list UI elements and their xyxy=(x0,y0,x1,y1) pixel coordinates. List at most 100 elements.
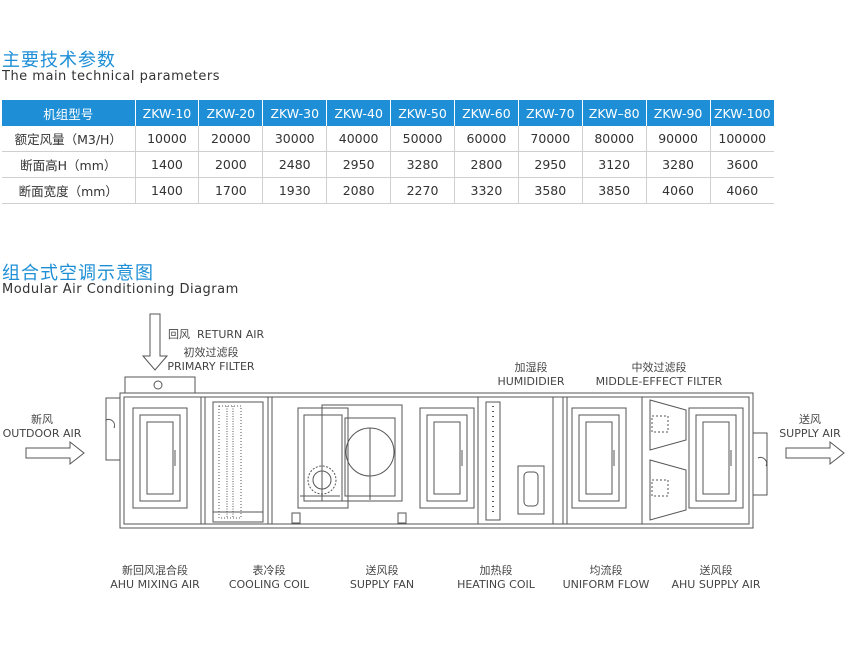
humidifier-cn: 加湿段 xyxy=(514,361,548,374)
humidifier-label: 加湿段 HUMIDIDIER xyxy=(492,361,570,389)
return-air-label: 回风 RETURN AIR xyxy=(168,328,264,342)
table-row: 断面宽度（mm） 1400 1700 1930 2080 2270 3320 3… xyxy=(2,177,774,204)
section-en: AHU SUPPLY AIR xyxy=(671,578,761,591)
table-cell: 断面高H（mm） xyxy=(2,151,136,178)
section-label-mixing: 新回风混合段 AHU MIXING AIR xyxy=(108,564,202,592)
section-label-cooling: 表冷段 COOLING COIL xyxy=(222,564,316,592)
table-cell: 2080 xyxy=(326,177,392,204)
diagram-title-en: Modular Air Conditioning Diagram xyxy=(2,282,239,297)
header-cell: ZKW–80 xyxy=(582,100,647,126)
section-en: COOLING COIL xyxy=(228,578,310,591)
table-cell: 2270 xyxy=(390,177,455,204)
table-cell: 额定风量（M3/H） xyxy=(2,126,136,152)
header-cell: ZKW-70 xyxy=(518,100,583,126)
table-cell: 30000 xyxy=(262,126,328,152)
header-cell: ZKW-90 xyxy=(646,100,711,126)
table-cell: 100000 xyxy=(710,126,774,152)
middle-filter-cn: 中效过滤段 xyxy=(631,361,687,374)
middle-filter-en: MIDDLE-EFFECT FILTER xyxy=(595,375,723,388)
table-cell: 3600 xyxy=(710,151,774,178)
header-cell: 机组型号 xyxy=(2,100,136,126)
header-cell: ZKW-40 xyxy=(326,100,392,126)
table-cell: 1930 xyxy=(262,177,328,204)
middle-filter-label: 中效过滤段 MIDDLE-EFFECT FILTER xyxy=(592,361,726,389)
table-cell: 80000 xyxy=(582,126,647,152)
header-cell: ZKW-100 xyxy=(710,100,774,126)
supply-air-arrow xyxy=(785,440,845,466)
table-cell: 断面宽度（mm） xyxy=(2,177,136,204)
supply-fan xyxy=(291,404,407,524)
diagram-title-cn: 组合式空调示意图 xyxy=(2,263,154,284)
section-cn: 加热段 xyxy=(479,564,513,577)
supply-air-label: 送风 SUPPLY AIR xyxy=(772,413,848,441)
section-label-uniform: 均流段 UNIFORM FLOW xyxy=(559,564,653,592)
table-cell: 2950 xyxy=(326,151,392,178)
section-en: UNIFORM FLOW xyxy=(562,578,650,591)
return-air-en: RETURN AIR xyxy=(197,328,265,341)
table-cell: 1400 xyxy=(135,151,200,178)
table-row: 断面高H（mm） 1400 2000 2480 2950 3280 2800 2… xyxy=(2,151,774,178)
section-cn: 新回风混合段 xyxy=(122,564,188,577)
table-cell: 2800 xyxy=(454,151,519,178)
table-cell: 2950 xyxy=(518,151,583,178)
outdoor-air-en: OUTDOOR AIR xyxy=(2,427,82,440)
return-air-cn: 回风 xyxy=(168,328,190,341)
primary-filter-en: PRIMARY FILTER xyxy=(167,360,255,373)
section-label-fan: 送风段 SUPPLY FAN xyxy=(335,564,429,592)
table-cell: 50000 xyxy=(390,126,455,152)
section-cn: 均流段 xyxy=(589,564,623,577)
outdoor-air-cn: 新风 xyxy=(31,413,53,426)
table-cell: 1400 xyxy=(135,177,200,204)
table-cell: 2480 xyxy=(262,151,328,178)
table-cell: 20000 xyxy=(198,126,264,152)
table-cell: 4060 xyxy=(646,177,711,204)
primary-filter-cn: 初效过滤段 xyxy=(183,346,239,359)
table-cell: 4060 xyxy=(710,177,774,204)
table-header-row: 机组型号 ZKW-10 ZKW-20 ZKW-30 ZKW-40 ZKW-50 … xyxy=(2,100,774,126)
table-cell: 2000 xyxy=(198,151,264,178)
table-cell: 3850 xyxy=(582,177,647,204)
primary-filter-label: 初效过滤段 PRIMARY FILTER xyxy=(166,346,256,374)
spec-table: 机组型号 ZKW-10 ZKW-20 ZKW-30 ZKW-40 ZKW-50 … xyxy=(2,100,774,204)
header-cell: ZKW-60 xyxy=(454,100,519,126)
section-cn: 表冷段 xyxy=(252,564,286,577)
header-cell: ZKW-20 xyxy=(198,100,264,126)
return-air-label-text: 回风 RETURN AIR xyxy=(168,328,264,341)
header-cell: ZKW-50 xyxy=(390,100,455,126)
outdoor-air-label: 新风 OUTDOOR AIR xyxy=(2,413,82,441)
section-cn: 送风段 xyxy=(365,564,399,577)
cooling-coil xyxy=(212,401,264,523)
table-row: 额定风量（M3/H） 10000 20000 30000 40000 50000… xyxy=(2,126,774,152)
outdoor-air-arrow xyxy=(25,440,85,466)
damper-icon xyxy=(153,380,163,390)
return-air-arrow xyxy=(141,313,169,371)
table-cell: 3320 xyxy=(454,177,519,204)
table-cell: 3280 xyxy=(646,151,711,178)
section-en: SUPPLY FAN xyxy=(349,578,415,591)
table-cell: 90000 xyxy=(646,126,711,152)
uniform-flow-door xyxy=(571,407,627,509)
table-cell: 3280 xyxy=(390,151,455,178)
humidifier xyxy=(485,401,545,521)
table-cell: 3120 xyxy=(582,151,647,178)
section-en: AHU MIXING AIR xyxy=(110,578,200,591)
table-cell: 70000 xyxy=(518,126,583,152)
params-title-cn: 主要技术参数 xyxy=(2,50,116,71)
table-cell: 1700 xyxy=(198,177,264,204)
heating-coil xyxy=(419,407,475,509)
return-air-box xyxy=(124,376,196,394)
table-cell: 40000 xyxy=(326,126,392,152)
section-en: HEATING COIL xyxy=(457,578,535,591)
supply-air-door xyxy=(688,407,744,509)
table-cell: 60000 xyxy=(454,126,519,152)
table-cell: 3580 xyxy=(518,177,583,204)
header-cell: ZKW-10 xyxy=(135,100,200,126)
section-label-heating: 加热段 HEATING COIL xyxy=(449,564,543,592)
supply-air-en: SUPPLY AIR xyxy=(779,427,841,440)
header-cell: ZKW-30 xyxy=(262,100,328,126)
ahu-schematic xyxy=(25,313,845,529)
table-cell: 10000 xyxy=(135,126,200,152)
mixing-door xyxy=(132,407,188,509)
params-title-en: The main technical parameters xyxy=(2,69,221,84)
middle-filter xyxy=(649,399,687,521)
